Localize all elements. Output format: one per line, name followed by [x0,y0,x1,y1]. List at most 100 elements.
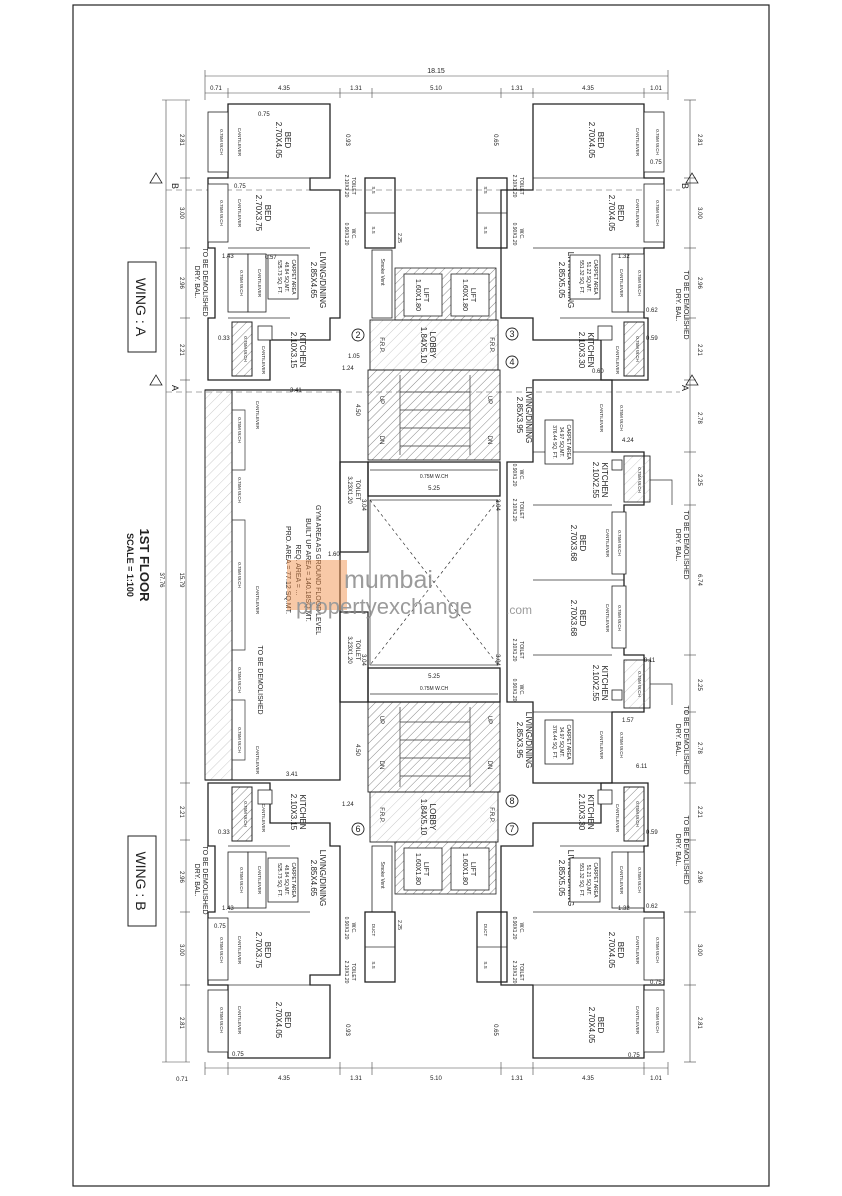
wch-label: 0.75M W.CH [239,867,244,893]
cantilever-label: CANTILEVER [615,804,620,833]
unit-number: 7 [509,824,514,834]
carpet-area: 48.84 SQ.MT. [283,262,289,293]
core-wing-b: UP DN UP DN 4.50 LOBBY 1.84X5.10 F.R.P. … [343,701,524,984]
lift-size: 1.60X1.80 [461,279,468,311]
room-size: 2.10X3.30 [577,794,586,831]
stair-up-label: UP [486,716,492,724]
top-dim: 4.35 [278,86,290,92]
dim-label: 0.75 [234,184,246,190]
toilet-label: TOILET [518,641,524,658]
room-name: KITCHEN [586,794,595,829]
unit-number: 3 [509,329,514,339]
cantilever-label: CANTILEVER [255,401,260,430]
bottom-dim: 1.01 [650,1076,662,1082]
room-name: BED [596,132,605,149]
bottom-dimension-chain: 0.71 4.35 1.31 5.10 1.31 4.35 1.01 [176,1062,669,1083]
dry-bal-note: DRY. BAL. [193,864,200,897]
top-dim: 1.01 [650,86,662,92]
dry-bal-note: DRY. BAL. [193,266,200,299]
left-dim: 15.79 [178,572,184,588]
lift-size: 1.60X1.80 [461,853,468,885]
grid-lines: B A B A [149,172,699,393]
wch-label: 0.75M W.CH [237,477,242,503]
cantilever-label: CANTILEVER [635,128,640,157]
watermark-text: .com [506,603,532,617]
carpet-area: 376.44 SQ. FT. [551,425,557,459]
stair-up-label: UP [486,396,492,404]
wch-label: 0.75M W.CH [219,1007,224,1033]
wch-label: 0.75M W.CH [637,467,642,493]
watermark-text: mumbai [344,566,433,594]
room-size: 2.70X4.05 [274,1002,283,1039]
wc-size: 0.90X1.20 [511,223,517,246]
wch-label: 0.75M W.CH [637,867,642,893]
stair-dn-label: DN [378,761,384,770]
room-name: KITCHEN [600,665,609,700]
frp-label: F.R.P. [378,337,384,353]
gym-note: PRO. AREA = 77.12 SQ.MT. [284,526,291,614]
dry-bal-note: DRY. BAL. [674,289,681,322]
wch-label: 0.75M W.CH [635,801,640,827]
wc-size: 0.90X1.20 [511,679,517,702]
dim-label: 3.04 [360,499,366,511]
left-dim: 2.96 [178,277,184,289]
toilet-size: 3.23X1.20 [346,476,352,504]
dim-label: 0.93 [344,134,350,146]
carpet-area: CARPET AREA [290,863,296,899]
lift-label: LIFT [469,862,476,877]
lift-label: LIFT [422,288,429,303]
right-dim: 2.96 [696,871,702,883]
units-right-middle: LIVING/DINING 2.85X3.95 KITCHEN 2.10X2.5… [506,379,689,784]
right-dim: 2.96 [696,277,702,289]
demolish-note: TO BE DEMOLISHED [682,510,689,579]
room-size: 2.70X4.05 [274,122,283,159]
room-size: 2.85X3.95 [515,722,524,759]
room-size: 2.70X3.75 [254,195,263,232]
stair-dn-label: DN [378,436,384,445]
dim-label: 4.50 [354,404,360,416]
wch-label: 0.75M W.CH [635,336,640,362]
dim-label: 0.60 [592,369,604,375]
dim-label: 0.75 [232,1052,244,1058]
room-name: BED [616,942,625,959]
dim-label: 0.62 [646,904,658,910]
cantilever-label: CANTILEVER [599,731,604,760]
demolish-note: TO BE DEMOLISHED [201,845,208,914]
wch-label: 0.75M W.CH [655,937,660,963]
toilet-size: 3.23X1.20 [346,636,352,664]
wch-label: 0.75M W.CH [619,732,624,758]
room-size: 2.70X4.05 [607,932,616,969]
dim-label: 0.33 [218,336,230,342]
toilet-size: 2.10X1.20 [343,175,349,198]
carpet-area: CARPET AREA [565,725,571,761]
toilet-label: TOILET [518,501,524,518]
ss-label: S.S [371,226,376,233]
top-dimension-chain: 18.15 0.71 4.35 1.31 5.10 1.31 4.35 1.01 [204,68,669,100]
dim-label: 3.04 [360,654,366,666]
wch-label: 0.75M W.CH [619,405,624,431]
core-central: TOILET 3.23X1.20 TOILET 3.23X1.20 5.25 0… [339,461,501,703]
dim-label: 0.33 [218,830,230,836]
room-size: 2.70X4.05 [587,1007,596,1044]
gym-note: GYM AREA AS GROUND FLOOR LEVEL [314,505,321,635]
room-name: LIVING/DINING [524,387,533,443]
carpet-area: 51.21 SQ.MT. [585,865,591,896]
grid-label-a-right: A [680,385,690,391]
room-name: LIVING/DINING [318,850,327,906]
room-name: BED [578,535,587,552]
room-name: BED [263,205,272,222]
room-name: LIVING/DINING [524,712,533,768]
unit-wing-b-left: KITCHEN 2.10X3.15 LIVING/DINING 2.85X4.6… [193,782,365,1059]
wc-label: W.C. [350,229,356,240]
room-size: 2.10X2.55 [591,665,600,702]
dim-label: 0.75 [258,112,270,118]
cantilever-label: CANTILEVER [615,346,620,375]
ss-label: S.S [371,961,376,968]
dim-label: 3.41 [286,772,298,778]
dim-label: 1.43 [222,906,234,912]
dim-label: 0.65 [492,1024,498,1036]
left-dim: 3.00 [178,207,184,219]
carpet-area: 34.97 SQ.MT. [558,427,564,458]
ss-label: S.S [483,961,488,968]
